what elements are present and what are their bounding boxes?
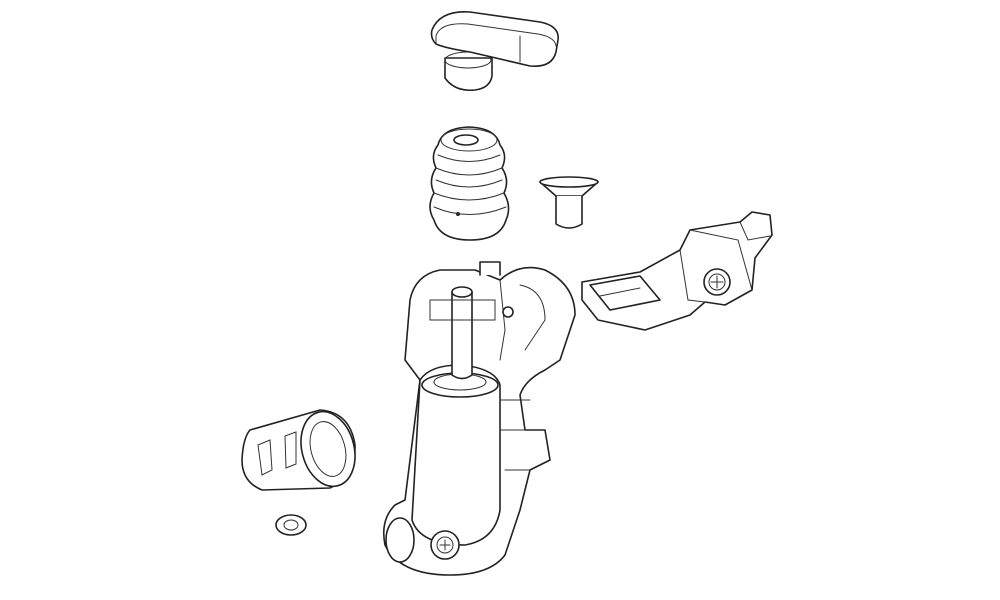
main-body-part — [382, 261, 576, 576]
knob-part — [430, 11, 559, 92]
bellows-spring-part — [429, 126, 510, 241]
lever-clamp-part — [581, 211, 773, 331]
end-cap-part — [241, 409, 356, 491]
screw-part — [539, 176, 599, 229]
washer-part — [275, 514, 307, 536]
